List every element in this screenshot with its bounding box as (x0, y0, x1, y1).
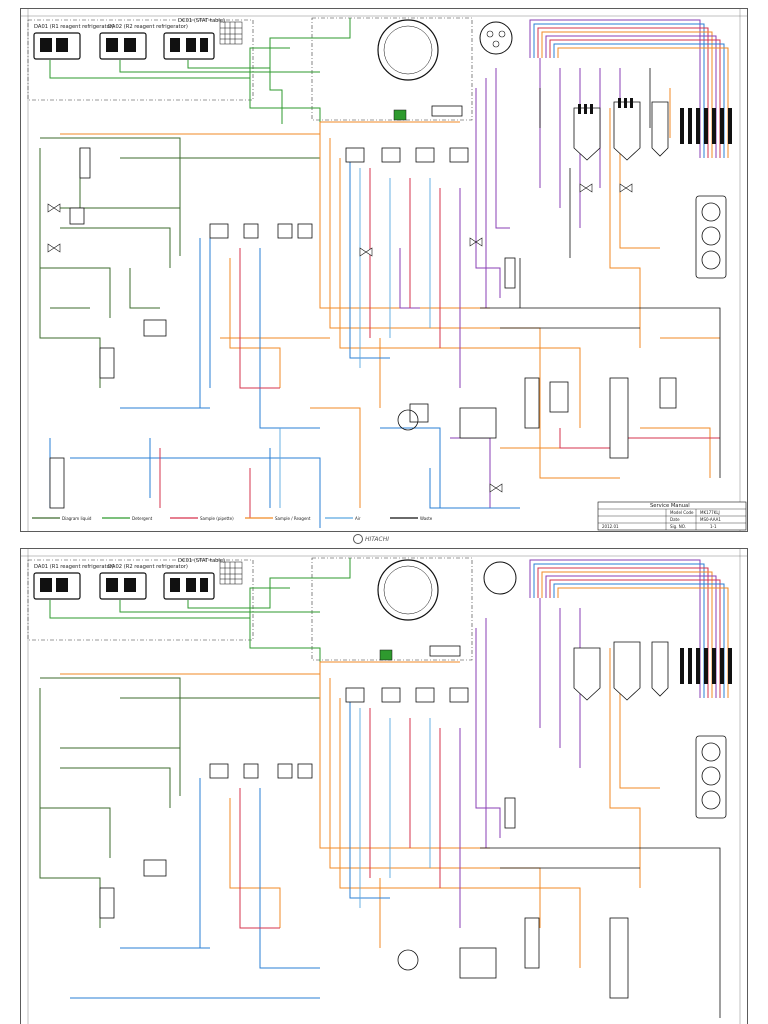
title-block-value: 1-1 (710, 524, 717, 529)
title-block-value: MS0-AAA1 (700, 517, 721, 522)
legend-item: Waste (420, 516, 433, 521)
diagram-sheet-1: DA01 (R1 reagent refrigerator) DA02 (R2 … (20, 8, 748, 532)
unit-label-r1: DA01 (R1 reagent refrigerator) (34, 24, 114, 30)
piping-diagram-1: DA01 (R1 reagent refrigerator) DA02 (R2 … (20, 8, 748, 532)
reaction-disk (377, 19, 439, 81)
title-block-value: MK177KLJ (700, 510, 720, 515)
unit-label-stat: DC01 (STAT table) (178, 18, 225, 24)
logo-text: HITACHI (365, 536, 389, 543)
legend-item: Sample / Reagent (275, 516, 311, 521)
unit-label-stat: DC01 (STAT table) (178, 558, 225, 564)
unit-label-r2: DA02 (R2 reagent refrigerator) (108, 24, 188, 30)
legend-item: Diagram liquid (62, 516, 92, 521)
title-block-date: 2012.01 (602, 524, 619, 529)
piping-diagram-2: DA01 (R1 reagent refrigerator) DA02 (R2 … (20, 548, 748, 1024)
refrigerator-block (27, 19, 254, 101)
legend-item: Air (355, 516, 361, 521)
diagram-sheet-2: DA01 (R1 reagent refrigerator) DA02 (R2 … (20, 548, 748, 1024)
legend-item: Sample (pipette) (200, 516, 234, 521)
title-block-label: Date (670, 517, 680, 522)
unit-label-r1: DA01 (R1 reagent refrigerator) (34, 564, 114, 570)
title-block-label: Model Code (670, 510, 694, 515)
title-block: Service Manual Model Code MK177KLJ Date … (597, 501, 747, 531)
unit-label-r2: DA02 (R2 reagent refrigerator) (108, 564, 188, 570)
legend-item: Detergent (132, 516, 153, 521)
manufacturer-logo: HITACHI (352, 530, 412, 544)
legend: Diagram liquid Detergent Sample (pipette… (32, 516, 433, 521)
title-block-label: Sig. NO. (670, 524, 686, 529)
title-block-title: Service Manual (650, 503, 690, 509)
